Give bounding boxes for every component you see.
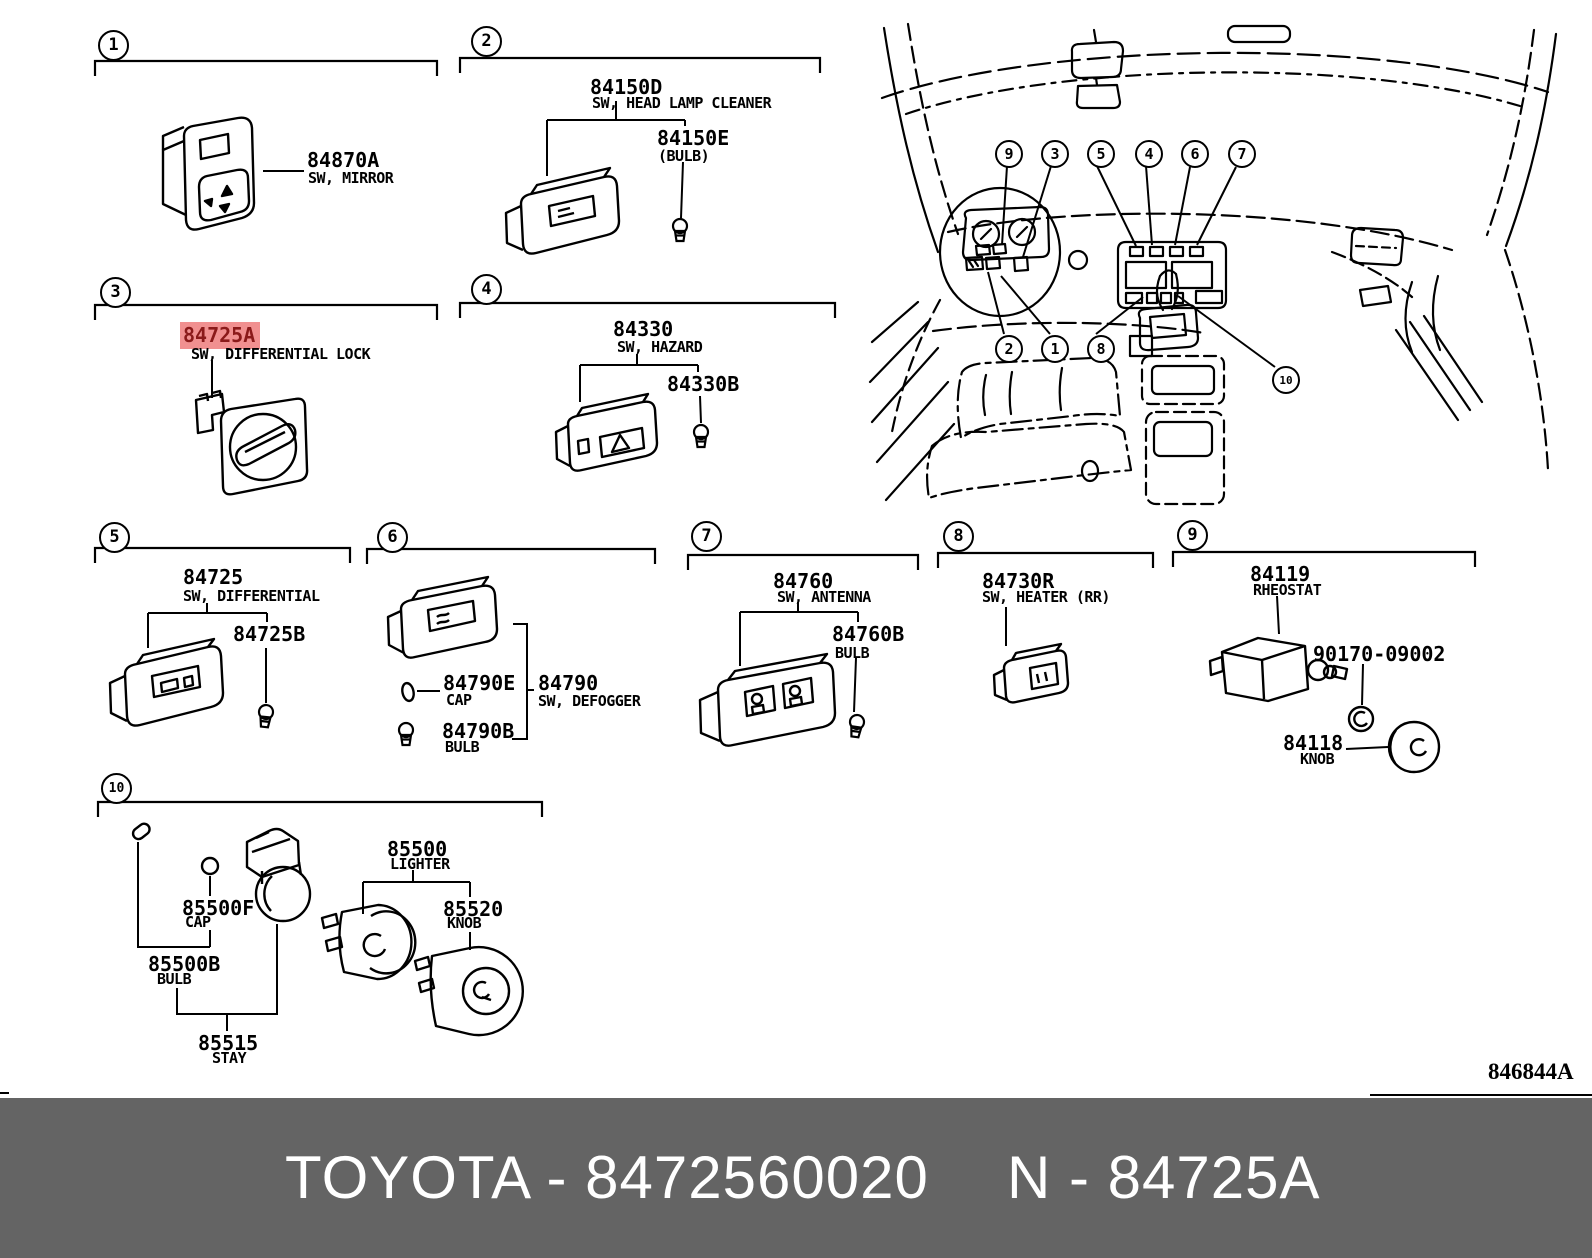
part-label-84730R: SW, HEATER (RR)	[982, 588, 1110, 606]
part-label-85500B: BULB	[157, 970, 192, 988]
lighter-parts-art	[131, 822, 524, 1037]
inset-callout-10: 10	[1272, 366, 1300, 394]
part-number-84760[interactable]: 84760	[773, 569, 834, 593]
diff-switch-art	[108, 637, 225, 727]
part-number-84150D[interactable]: 84150D	[590, 75, 663, 99]
part-number-85500F[interactable]: 85500F	[182, 896, 255, 920]
cap-icon	[200, 856, 220, 876]
shifter-plate	[1137, 303, 1200, 352]
section-callout-8: 8	[943, 521, 974, 552]
part-number-84790B[interactable]: 84790B	[442, 719, 515, 743]
part-label-85515: STAY	[212, 1049, 247, 1067]
diff-lock-switch-art	[194, 389, 309, 496]
part-number-84760B[interactable]: 84760B	[832, 622, 905, 646]
rear-heater-switch-art	[992, 642, 1070, 704]
inset-callout-6: 6	[1181, 140, 1209, 168]
section-callout-5: 5	[99, 522, 130, 553]
footer-brand-part-number: TOYOTA - 8472560020	[285, 1144, 929, 1211]
part-number-85500B[interactable]: 85500B	[148, 952, 221, 976]
part-number-90170-09002[interactable]: 90170-09002	[1313, 642, 1446, 666]
nut-icon	[1347, 705, 1375, 733]
part-label-84790E: CAP	[446, 691, 472, 709]
knob-art	[1387, 720, 1441, 774]
part-number-84118[interactable]: 84118	[1283, 731, 1344, 755]
footer-bar: TOYOTA - 8472560020 N - 84725A	[0, 1098, 1592, 1258]
inset-callout-5: 5	[1087, 140, 1115, 168]
part-number-84119[interactable]: 84119	[1250, 562, 1311, 586]
part-number-84725[interactable]: 84725	[183, 565, 244, 589]
footer-reference-number: N - 84725A	[1007, 1144, 1321, 1211]
section-callout-3: 3	[100, 277, 131, 308]
leader-lines	[137, 101, 1389, 1031]
section-callout-6: 6	[377, 522, 408, 553]
hazard-switch-art	[554, 392, 659, 472]
part-number-84730R[interactable]: 84730R	[982, 569, 1055, 593]
bulb-side-icon	[131, 822, 151, 841]
part-label-85500: LIGHTER	[390, 855, 450, 873]
part-number-84870A[interactable]: 84870A	[307, 148, 380, 172]
section-callout-2: 2	[471, 26, 502, 57]
part-label-84725: SW, DIFFERENTIAL	[183, 587, 320, 605]
divider-line	[1370, 1094, 1592, 1096]
section-callout-10: 10	[101, 773, 132, 804]
inset-callout-3: 3	[1041, 140, 1069, 168]
inset-callout-7: 7	[1228, 140, 1256, 168]
cap-icon	[401, 681, 415, 703]
inset-callout-1: 1	[1041, 335, 1069, 363]
inset-callout-8: 8	[1087, 335, 1115, 363]
car-interior-inset	[868, 22, 1558, 506]
inset-callout-4: 4	[1135, 140, 1163, 168]
part-label-85500F: CAP	[185, 913, 211, 931]
part-number-85515[interactable]: 85515	[198, 1031, 259, 1055]
part-label-84118: KNOB	[1300, 750, 1335, 768]
part-label-84790: SW, DEFOGGER	[538, 692, 641, 710]
part-label-84760: SW, ANTENNA	[777, 588, 871, 606]
section-callout-1: 1	[98, 30, 129, 61]
part-label-85520: KNOB	[447, 914, 482, 932]
diagram-reference-code: 846844A	[1488, 1059, 1574, 1084]
part-label-84330: SW, HAZARD	[617, 338, 703, 356]
part-label-84760B: BULB	[835, 644, 870, 662]
rheostat-art	[1208, 636, 1349, 703]
section-callout-7: 7	[691, 521, 722, 552]
section-callout-4: 4	[471, 274, 502, 305]
bulb-icon	[846, 712, 867, 739]
part-number-84330[interactable]: 84330	[613, 317, 674, 341]
inset-leader-lines	[987, 165, 1276, 368]
divider-tick	[0, 1092, 9, 1094]
part-label-84150E: (BULB)	[658, 147, 710, 165]
part-number-85520[interactable]: 85520	[443, 897, 504, 921]
part-number-85500[interactable]: 85500	[387, 837, 448, 861]
bulb-icon	[671, 217, 689, 243]
part-number-84150E[interactable]: 84150E	[657, 126, 730, 150]
rearview-mirror	[1070, 40, 1125, 80]
part-label-84150D: SW, HEAD LAMP CLEANER	[592, 94, 772, 112]
part-label-84725A: SW, DIFFERENTIAL LOCK	[191, 345, 371, 363]
antenna-switch-art	[698, 652, 837, 747]
inset-callout-9: 9	[995, 140, 1023, 168]
part-number-84725A-highlighted[interactable]: 84725A	[180, 322, 261, 349]
section-brackets	[93, 56, 1477, 817]
part-number-84790E[interactable]: 84790E	[443, 671, 516, 695]
part-number-84725B[interactable]: 84725B	[233, 622, 306, 646]
part-label-84870A: SW, MIRROR	[308, 169, 394, 187]
mirror-switch-art	[161, 116, 256, 231]
center-stack	[1116, 240, 1228, 310]
defogger-switch-art	[386, 575, 499, 703]
bulb-icon	[692, 423, 710, 449]
part-number-84330B[interactable]: 84330B	[667, 372, 740, 396]
part-label-84119: RHEOSTAT	[1253, 581, 1322, 599]
inset-callout-2: 2	[995, 335, 1023, 363]
bulb-icon	[256, 703, 275, 729]
section-callout-9: 9	[1177, 520, 1208, 551]
glovebox	[1349, 226, 1405, 267]
bulb-icon	[397, 721, 415, 747]
seat	[956, 356, 1122, 440]
part-label-84790B: BULB	[445, 738, 480, 756]
headlamp-cleaner-switch-art	[504, 166, 621, 255]
part-number-84790[interactable]: 84790	[538, 671, 599, 695]
